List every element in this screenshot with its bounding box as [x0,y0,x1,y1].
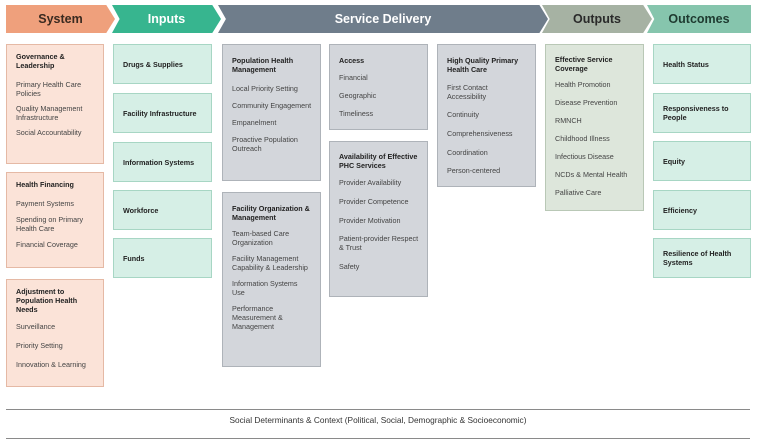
system-header: System [6,5,115,33]
list-item: Person-centered [447,166,501,175]
input-funds: Funds [113,238,212,278]
list-item: Financial [339,73,368,82]
list-item: Priority Setting [16,341,63,350]
inputs-header: Inputs [112,5,221,33]
list-item: Provider Availability [339,178,402,187]
list-item: Facility Management Capability & Leaders… [232,254,308,272]
availability-box: Availability of Effective PHC Services P… [329,141,428,297]
box-title: Information Systems [123,157,195,167]
list-item: Continuity [447,110,479,119]
box-title: Health Financing [16,180,74,189]
box-title: Health Status [663,59,709,69]
box-title: Equity [663,156,685,166]
box-title: Access [339,56,365,65]
service-delivery-header-label: Service Delivery [334,12,432,26]
outputs-header: Outputs [542,5,652,33]
facility-organization-box: Facility Organization & Management Team-… [222,192,321,367]
input-drugs-supplies: Drugs & Supplies [113,44,212,84]
outcome-resilience: Resilience of Health Systems [653,238,751,278]
list-item: Childhood Illness [555,134,610,143]
outputs-header-label: Outputs [573,12,621,26]
governance-leadership-box: Governance & Leadership Primary Health C… [6,44,104,164]
box-title: Drugs & Supplies [123,59,183,69]
list-item: Spending on Primary Health Care [16,215,84,233]
list-item: Provider Motivation [339,216,401,225]
outcome-efficiency: Efficiency [653,190,751,230]
list-item: Empanelment [232,118,277,127]
list-item: Infectious Disease [555,152,614,161]
list-item: Payment Systems [16,199,74,208]
list-item: Team-based Care Organization [232,229,290,247]
list-item: Primary Health Care Policies [16,80,82,98]
list-item: Financial Coverage [16,240,78,249]
effective-service-coverage-box: Effective Service Coverage Health Promot… [545,44,644,211]
outcome-responsiveness: Responsiveness to People [653,93,751,133]
list-item: Local Priority Setting [232,84,298,93]
list-item: Social Accountability [16,128,82,137]
list-item: Innovation & Learning [16,360,86,369]
box-title: Availability of Effective PHC Services [339,152,418,170]
box-title: Facility Organization & Management [232,204,310,222]
service-delivery-header: Service Delivery [218,5,548,33]
list-item: Safety [339,262,360,271]
system-header-label: System [38,12,83,26]
box-title: Workforce [123,205,159,215]
footer-bottom-divider [6,438,750,439]
access-box: Access Financial Geographic Timeliness [329,44,428,130]
box-title: Responsiveness to People [663,104,729,122]
box-title: Funds [123,253,145,263]
box-title: Population Health Management [232,56,294,74]
list-item: Community Engagement [232,101,312,110]
list-item: Disease Prevention [555,98,618,107]
input-facility-infrastructure: Facility Infrastructure [113,93,212,133]
outcome-equity: Equity [653,141,751,181]
list-item: RMNCH [555,116,582,125]
outcomes-header: Outcomes [647,5,751,33]
box-title: Effective Service Coverage [555,55,613,73]
list-item: First Contact Accessibility [447,83,488,101]
list-item: NCDs & Mental Health [555,170,628,179]
list-item: Patient-provider Respect & Trust [339,234,419,252]
health-financing-box: Health Financing Payment Systems Spendin… [6,172,104,268]
box-title: Efficiency [663,205,697,215]
list-item: Palliative Care [555,188,602,197]
box-title: Resilience of Health Systems [663,249,732,267]
outcome-health-status: Health Status [653,44,751,84]
input-information-systems: Information Systems [113,142,212,182]
list-item: Comprehensiveness [447,129,513,138]
list-item: Information Systems Use [232,279,298,297]
list-item: Proactive Population Outreach [232,135,298,153]
list-item: Quality Management Infrastructure [16,104,83,122]
footer-top-divider [6,409,750,410]
list-item: Timeliness [339,109,374,118]
outcomes-header-label: Outcomes [668,12,730,26]
list-item: Provider Competence [339,197,409,206]
population-health-box: Population Health Management Local Prior… [222,44,321,181]
inputs-header-label: Inputs [147,12,186,26]
adjustment-population-box: Adjustment to Population Health Needs Su… [6,279,104,387]
input-workforce: Workforce [113,190,212,230]
list-item: Health Promotion [555,80,611,89]
list-item: Surveillance [16,322,56,331]
social-determinants-footer: Social Determinants & Context (Political… [229,415,527,425]
list-item: Performance Measurement & Management [232,304,283,331]
box-title: Governance & Leadership [16,52,65,70]
list-item: Geographic [339,91,377,100]
list-item: Coordination [447,148,488,157]
box-title: Facility Infrastructure [123,108,197,118]
high-quality-phc-box: High Quality Primary Health Care First C… [437,44,536,187]
box-title: Adjustment to Population Health Needs [16,287,78,314]
box-title: High Quality Primary Health Care [447,56,519,74]
